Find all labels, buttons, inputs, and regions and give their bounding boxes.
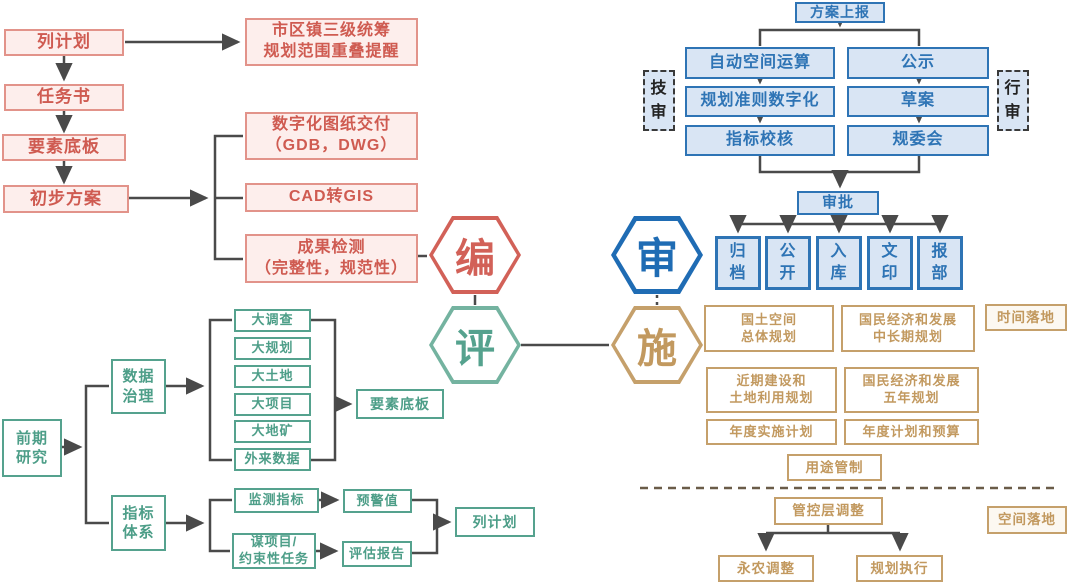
node-big-land: 大土地 xyxy=(234,365,311,388)
node-scheme-submit: 方案上报 xyxy=(795,2,885,23)
node-result-check: 成果检测 （完整性，规范性） xyxy=(245,234,418,283)
node-list-plan: 列计划 xyxy=(4,29,124,56)
node-annual-plan-budget: 年度计划和预算 xyxy=(844,419,979,445)
hex-evaluate: 评 xyxy=(429,306,521,384)
blue-connectors xyxy=(729,8,949,234)
hex-compile-label: 编 xyxy=(433,220,517,290)
hex-implement-label: 施 xyxy=(615,310,699,380)
label-time-landing: 时间落地 xyxy=(985,304,1067,331)
hex-connectors xyxy=(473,295,659,347)
label-space-landing: 空间落地 xyxy=(987,506,1067,534)
node-indicator-verification: 指标校核 xyxy=(685,125,835,156)
node-warning-value: 预警值 xyxy=(343,489,412,513)
node-big-project: 大项目 xyxy=(234,393,311,416)
node-report-superior: 报 部 xyxy=(917,236,963,290)
hex-evaluate-label: 评 xyxy=(433,310,517,380)
node-territorial-master-plan: 国土空间 总体规划 xyxy=(704,305,834,352)
node-data-governance: 数据 治理 xyxy=(111,359,166,414)
node-indicator-system: 指标 体系 xyxy=(111,495,166,551)
green-connectors xyxy=(62,318,452,560)
node-nearterm-landuse-plan: 近期建设和 土地利用规划 xyxy=(706,367,837,413)
node-economy-fiveyear-plan: 国民经济和发展 五年规划 xyxy=(844,367,979,413)
node-task-book: 任务书 xyxy=(4,84,124,111)
node-cad-to-gis: CAD转GIS xyxy=(245,183,418,212)
node-print: 文 印 xyxy=(867,236,913,290)
node-projects-binding-tasks: 谋项目/ 约束性任务 xyxy=(232,533,316,569)
node-publicity: 公示 xyxy=(847,47,989,79)
node-annual-implementation-plan: 年度实施计划 xyxy=(706,419,837,445)
node-preliminary-research: 前期 研究 xyxy=(2,419,62,477)
node-draft: 草案 xyxy=(847,86,989,117)
node-digital-drawing-delivery: 数字化图纸交付 （GDB，DWG） xyxy=(245,112,418,160)
node-publish: 公 开 xyxy=(765,236,811,290)
label-admin-review: 行 审 xyxy=(997,70,1029,131)
node-evaluation-report: 评估报告 xyxy=(342,541,412,567)
node-overlap-reminder: 市区镇三级统筹 规划范围重叠提醒 xyxy=(245,18,418,66)
node-external-data: 外来数据 xyxy=(234,448,311,471)
node-plan-execution: 规划执行 xyxy=(856,555,943,582)
tan-connectors xyxy=(757,525,909,552)
node-auto-spatial-compute: 自动空间运算 xyxy=(685,47,835,79)
hex-review-label: 审 xyxy=(616,221,698,289)
node-big-geology: 大地矿 xyxy=(234,420,311,443)
node-monitor-indicators: 监测指标 xyxy=(234,488,319,513)
node-planning-committee: 规委会 xyxy=(847,125,989,156)
node-planning-rules-digitize: 规划准则数字化 xyxy=(685,86,835,117)
red-connectors xyxy=(55,33,427,261)
node-economy-longterm-plan: 国民经济和发展 中长期规划 xyxy=(841,305,975,352)
node-archive: 归 档 xyxy=(715,236,761,290)
hex-compile: 编 xyxy=(429,216,521,294)
node-element-base-red: 要素底板 xyxy=(2,134,126,161)
node-control-layer-adjust: 管控层调整 xyxy=(774,497,883,525)
node-approval: 审批 xyxy=(797,191,879,215)
node-permanent-farmland-adjust: 永农调整 xyxy=(718,555,814,582)
node-element-base-green: 要素底板 xyxy=(356,389,444,419)
node-preliminary-scheme: 初步方案 xyxy=(3,185,129,213)
node-warehouse: 入 库 xyxy=(816,236,862,290)
node-big-survey: 大调查 xyxy=(234,309,311,332)
node-use-control: 用途管制 xyxy=(787,454,882,481)
node-list-plan-green: 列计划 xyxy=(455,507,535,537)
label-tech-review: 技 审 xyxy=(643,70,675,131)
node-big-planning: 大规划 xyxy=(234,337,311,360)
